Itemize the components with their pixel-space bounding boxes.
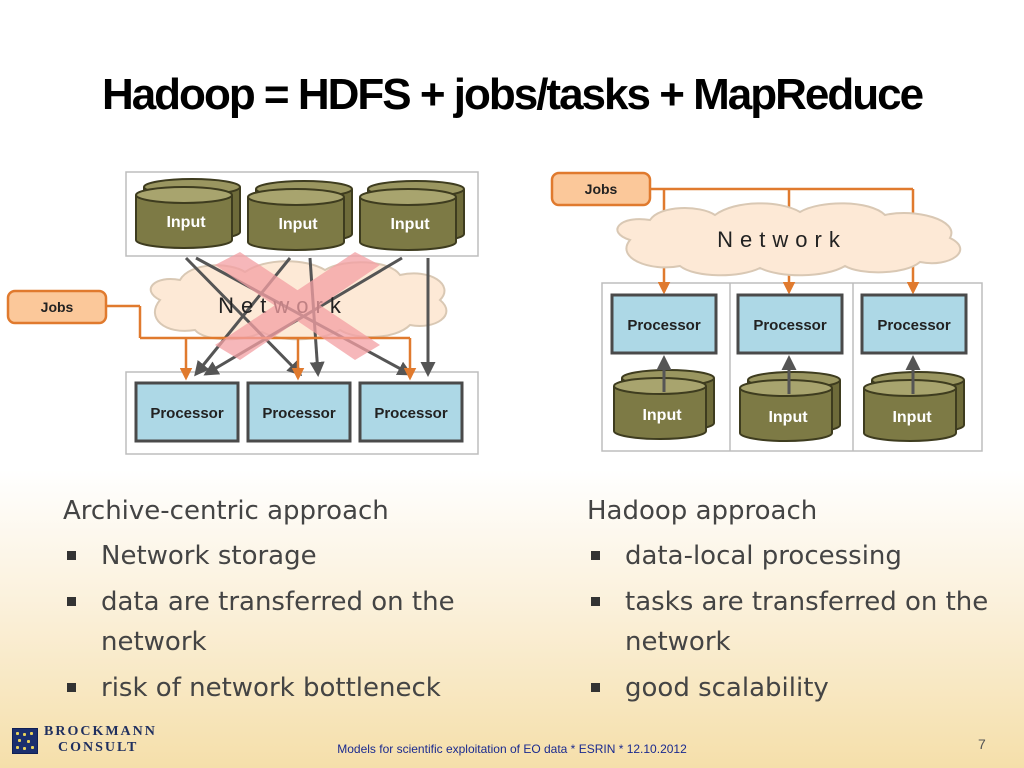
right-processor-2 (736, 293, 844, 355)
left-processor-label-2: Processor (262, 405, 336, 422)
left-input-label-3: Input (390, 216, 430, 233)
right-processor-1 (610, 293, 718, 355)
archive-approach-heading: Archive-centric approach (63, 496, 389, 526)
bullet-item: good scalability (587, 668, 1024, 708)
bullet-item: Network storage (63, 536, 503, 576)
left-input-label-1: Input (166, 214, 206, 231)
right-diagram: Network Jobs Processor Processor Process… (550, 171, 983, 452)
left-input-3 (359, 180, 465, 251)
logo-line-2: Consult (58, 740, 139, 755)
left-processor-2 (246, 381, 352, 443)
hadoop-approach-bullets: data-local processing tasks are transfer… (587, 536, 1024, 708)
right-input-label-3: Input (892, 409, 932, 426)
left-processor-3 (358, 381, 464, 443)
logo-icon (12, 728, 38, 754)
hadoop-approach-heading: Hadoop approach (587, 496, 818, 526)
right-processor-label-1: Processor (627, 317, 701, 334)
left-processor-label-1: Processor (150, 405, 224, 422)
left-processor-1 (134, 381, 240, 443)
left-input-2 (247, 180, 353, 251)
right-processor-label-2: Processor (753, 317, 827, 334)
bullet-item: data-local processing (587, 536, 1024, 576)
right-input-1 (613, 369, 715, 440)
left-processor-label-3: Processor (374, 405, 448, 422)
right-network-label: Network (717, 227, 847, 252)
footer-text: Models for scientific exploitation of EO… (337, 742, 687, 756)
right-input-label-2: Input (768, 409, 808, 426)
bullet-item: risk of network bottleneck (63, 668, 503, 708)
right-input-2 (739, 371, 841, 442)
right-jobs-label: Jobs (585, 181, 618, 197)
left-jobs-box (6, 289, 108, 325)
left-input-1 (135, 178, 241, 249)
hadoop-approach-column: Hadoop approach data-local processing ta… (587, 496, 1024, 714)
right-input-label-1: Input (642, 407, 682, 424)
right-input-3 (863, 371, 965, 442)
bullet-item: data are transferred on the network (63, 582, 503, 662)
left-job-arrows (106, 304, 417, 381)
right-network-cloud (616, 202, 962, 277)
right-processor-label-3: Processor (877, 317, 951, 334)
page-number: 7 (978, 736, 986, 752)
right-jobs-box (550, 171, 652, 207)
logo-line-1: Brockmann (44, 724, 157, 739)
left-bottleneck-cross (215, 252, 380, 360)
archive-approach-column: Archive-centric approach Network storage… (63, 496, 503, 714)
brockmann-consult-logo: Brockmann Consult (12, 724, 162, 760)
right-processor-3 (860, 293, 968, 355)
left-jobs-label: Jobs (41, 299, 74, 315)
right-local-arrows (656, 355, 921, 394)
left-diagram: Input Input Input Network (6, 171, 479, 455)
left-input-label-2: Input (278, 216, 318, 233)
slide-title: Hadoop = HDFS + jobs/tasks + MapReduce (101, 70, 924, 119)
archive-approach-bullets: Network storage data are transferred on … (63, 536, 503, 708)
bullet-item: tasks are transferred on the network (587, 582, 1024, 662)
